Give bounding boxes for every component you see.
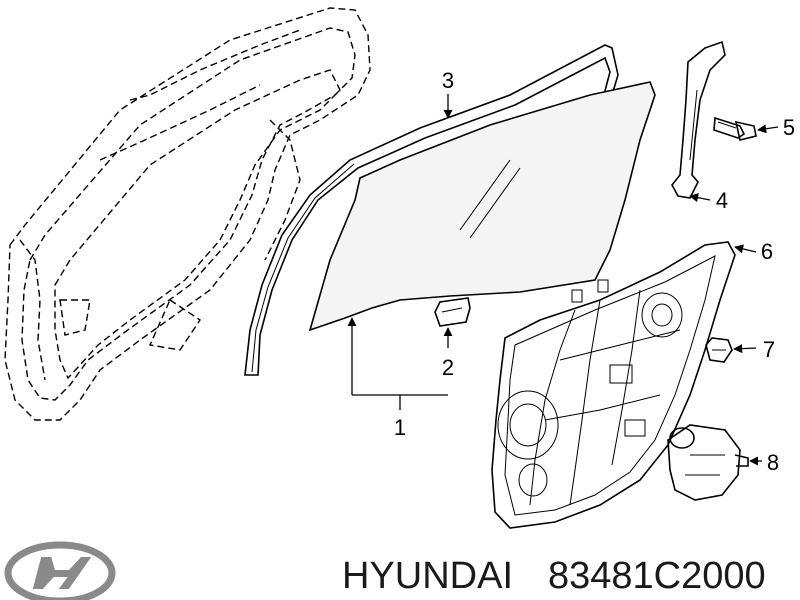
door-frame-outline	[4, 7, 371, 421]
leader-lines	[347, 94, 779, 466]
callout-3: 3	[442, 68, 454, 93]
clip	[705, 337, 733, 363]
rear-channel	[671, 40, 726, 199]
callout-8: 8	[767, 450, 779, 475]
callout-1: 1	[394, 415, 406, 440]
window-motor	[667, 424, 749, 501]
brand-name: HYUNDAI	[342, 555, 513, 597]
door-glass	[308, 81, 656, 332]
callout-7: 7	[763, 337, 775, 362]
callout-6: 6	[761, 239, 773, 264]
glass-holder-clip	[434, 297, 471, 327]
bolt	[713, 116, 757, 141]
part-number: 83481C2000	[548, 555, 766, 597]
callout-2: 2	[442, 355, 454, 380]
hyundai-logo-icon	[4, 541, 116, 600]
callout-4: 4	[716, 188, 728, 213]
window-regulator-module	[491, 241, 736, 529]
callout-5: 5	[783, 115, 795, 140]
